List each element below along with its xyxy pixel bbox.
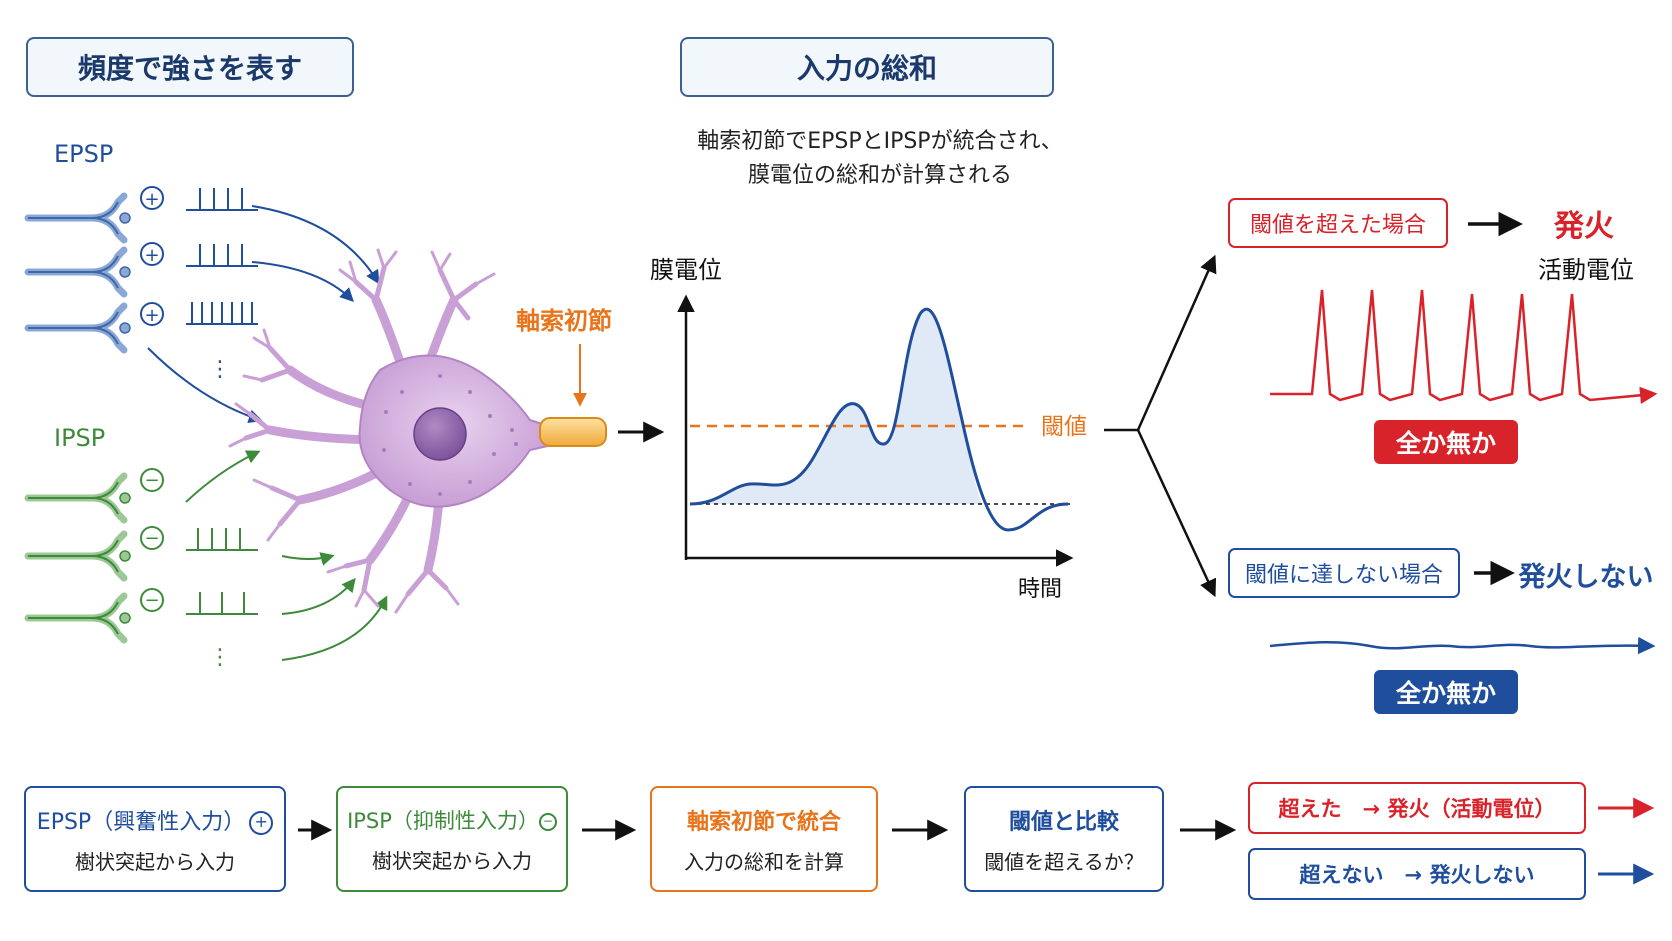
epsp-plus-3: + <box>140 302 164 326</box>
flow-step-integration-title: 軸索初節で統合 <box>686 809 841 835</box>
action-potential-label: 活動電位 <box>1538 256 1634 284</box>
ipsp-minus-1: − <box>140 468 164 492</box>
all-or-none-nofire-text: 全か無か <box>1395 679 1496 708</box>
all-or-none-badge-nofire: 全か無か <box>1374 670 1518 714</box>
epsp-ellipsis: ⋮ <box>209 357 231 382</box>
membrane-potential-chart <box>677 294 1074 567</box>
epsp-spike-train-2 <box>186 244 258 267</box>
flow-step-ipsp-title: IPSP（抑制性入力） <box>347 808 539 833</box>
summation-text-line1: 軸索初節でEPSPとIPSPが統合され、 <box>697 129 1063 154</box>
below-threshold-text: 閾値に達しない場合 <box>1244 563 1443 588</box>
epsp-plus-1: + <box>140 186 164 210</box>
ipsp-minus-3: − <box>140 588 164 612</box>
epsp-synapse-1 <box>24 192 131 244</box>
above-threshold-text: 閾値を超えた場合 <box>1249 213 1426 238</box>
fire-label: 発火 <box>1553 209 1614 244</box>
epsp-arrow-2 <box>251 261 354 302</box>
flow-result-fire-text: 超えた → 発火（活動電位） <box>1278 797 1556 821</box>
ipsp-arrow-1 <box>185 450 261 503</box>
ipsp-spike-train-3 <box>186 592 258 615</box>
epsp-synapse-2 <box>24 246 131 298</box>
flow-step-ipsp-sub: 樹状突起から入力 <box>372 848 532 873</box>
summation-header-text: 入力の総和 <box>796 52 937 85</box>
epsp-synapses: + + + ⋮ <box>24 186 380 424</box>
flow-step-threshold: 閾値と比較 閾値を超えるか？ <box>964 786 1164 892</box>
minus-sign-text: − <box>144 528 159 549</box>
flow-step-ipsp-title-row: IPSP（抑制性入力）− <box>347 805 557 835</box>
chart-area-fill <box>690 309 984 504</box>
epsp-spike-train-3 <box>186 302 258 325</box>
axon-initial-segment <box>539 417 607 447</box>
epsp-arrow-1 <box>251 205 380 285</box>
flow-result-fire: 超えた → 発火（活動電位） <box>1248 782 1586 834</box>
subthreshold-trace <box>1269 636 1656 655</box>
ipsp-arrow-3 <box>281 577 356 615</box>
summation-header: 入力の総和 <box>680 37 1054 97</box>
plus-sign-text: + <box>144 189 159 210</box>
flow-arrows <box>298 797 1655 885</box>
epsp-arrow-3 <box>147 347 263 424</box>
chart-x-label: 時間 <box>1018 577 1062 602</box>
flow-step-integration: 軸索初節で統合 入力の総和を計算 <box>650 786 878 892</box>
frequency-header: 頻度で強さを表す <box>26 37 354 97</box>
plus-sign-text: + <box>144 305 159 326</box>
flow-step-threshold-sub: 閾値を超えるか？ <box>984 849 1144 874</box>
epsp-plus-2: + <box>140 242 164 266</box>
flow-step-epsp-title: EPSP（興奮性入力） <box>36 809 246 835</box>
ipsp-synapse-3 <box>24 592 131 644</box>
flow-step-ipsp: IPSP（抑制性入力）− 樹状突起から入力 <box>336 786 568 892</box>
epsp-spike-train-1 <box>186 188 258 211</box>
flow-step-threshold-title: 閾値と比較 <box>1008 809 1119 835</box>
summation-text-line2: 膜電位の総和が計算される <box>748 163 1012 188</box>
ipsp-synapses: − − − ⋮ <box>24 450 388 670</box>
ipsp-synapse-2 <box>24 530 131 582</box>
chart-y-label: 膜電位 <box>650 256 722 284</box>
ipsp-arrow-2 <box>281 552 335 566</box>
threshold-label: 閾値 <box>1041 414 1087 440</box>
flow-result-nofire: 超えない → 発火しない <box>1248 848 1586 900</box>
flow-step-integration-sub: 入力の総和を計算 <box>684 849 844 874</box>
ipsp-ellipsis: ⋮ <box>209 645 231 670</box>
epsp-synapse-3 <box>24 302 131 354</box>
flow-step-epsp: EPSP（興奮性入力）+ 樹状突起から入力 <box>24 786 286 892</box>
all-or-none-badge-fire: 全か無か <box>1374 420 1518 464</box>
flow-step-epsp-title-row: EPSP（興奮性入力）+ <box>36 804 274 836</box>
no-fire-label: 発火しない <box>1518 562 1654 593</box>
flow-step-epsp-sub: 樹状突起から入力 <box>75 849 235 874</box>
frequency-header-text: 頻度で強さを表す <box>77 52 302 85</box>
axon-hillock-label: 軸索初節 <box>516 307 612 335</box>
minus-sign-text: − <box>144 470 159 491</box>
ipsp-spike-train-2 <box>186 528 258 551</box>
plus-sign-text: + <box>144 245 159 266</box>
branch-arrows <box>1104 254 1217 598</box>
minus-sign-text: − <box>144 590 159 611</box>
ipsp-arrow-4 <box>281 595 388 661</box>
all-or-none-fire-text: 全か無か <box>1395 429 1496 458</box>
ipsp-minus-2: − <box>140 526 164 550</box>
ipsp-synapse-1 <box>24 472 131 524</box>
nucleus <box>413 407 467 461</box>
ipsp-label: IPSP <box>54 424 105 452</box>
above-threshold-box: 閾値を超えた場合 <box>1228 198 1448 248</box>
below-threshold-box: 閾値に達しない場合 <box>1228 548 1460 598</box>
neuron <box>228 248 607 614</box>
membrane-potential-trace <box>689 307 1069 532</box>
minus-icon: − <box>538 812 557 831</box>
plus-icon: + <box>249 810 274 835</box>
action-potential-trace <box>1270 289 1658 405</box>
epsp-label: EPSP <box>54 140 113 168</box>
flow-result-nofire-text: 超えない → 発火しない <box>1299 863 1535 887</box>
soma-granules <box>382 374 518 496</box>
